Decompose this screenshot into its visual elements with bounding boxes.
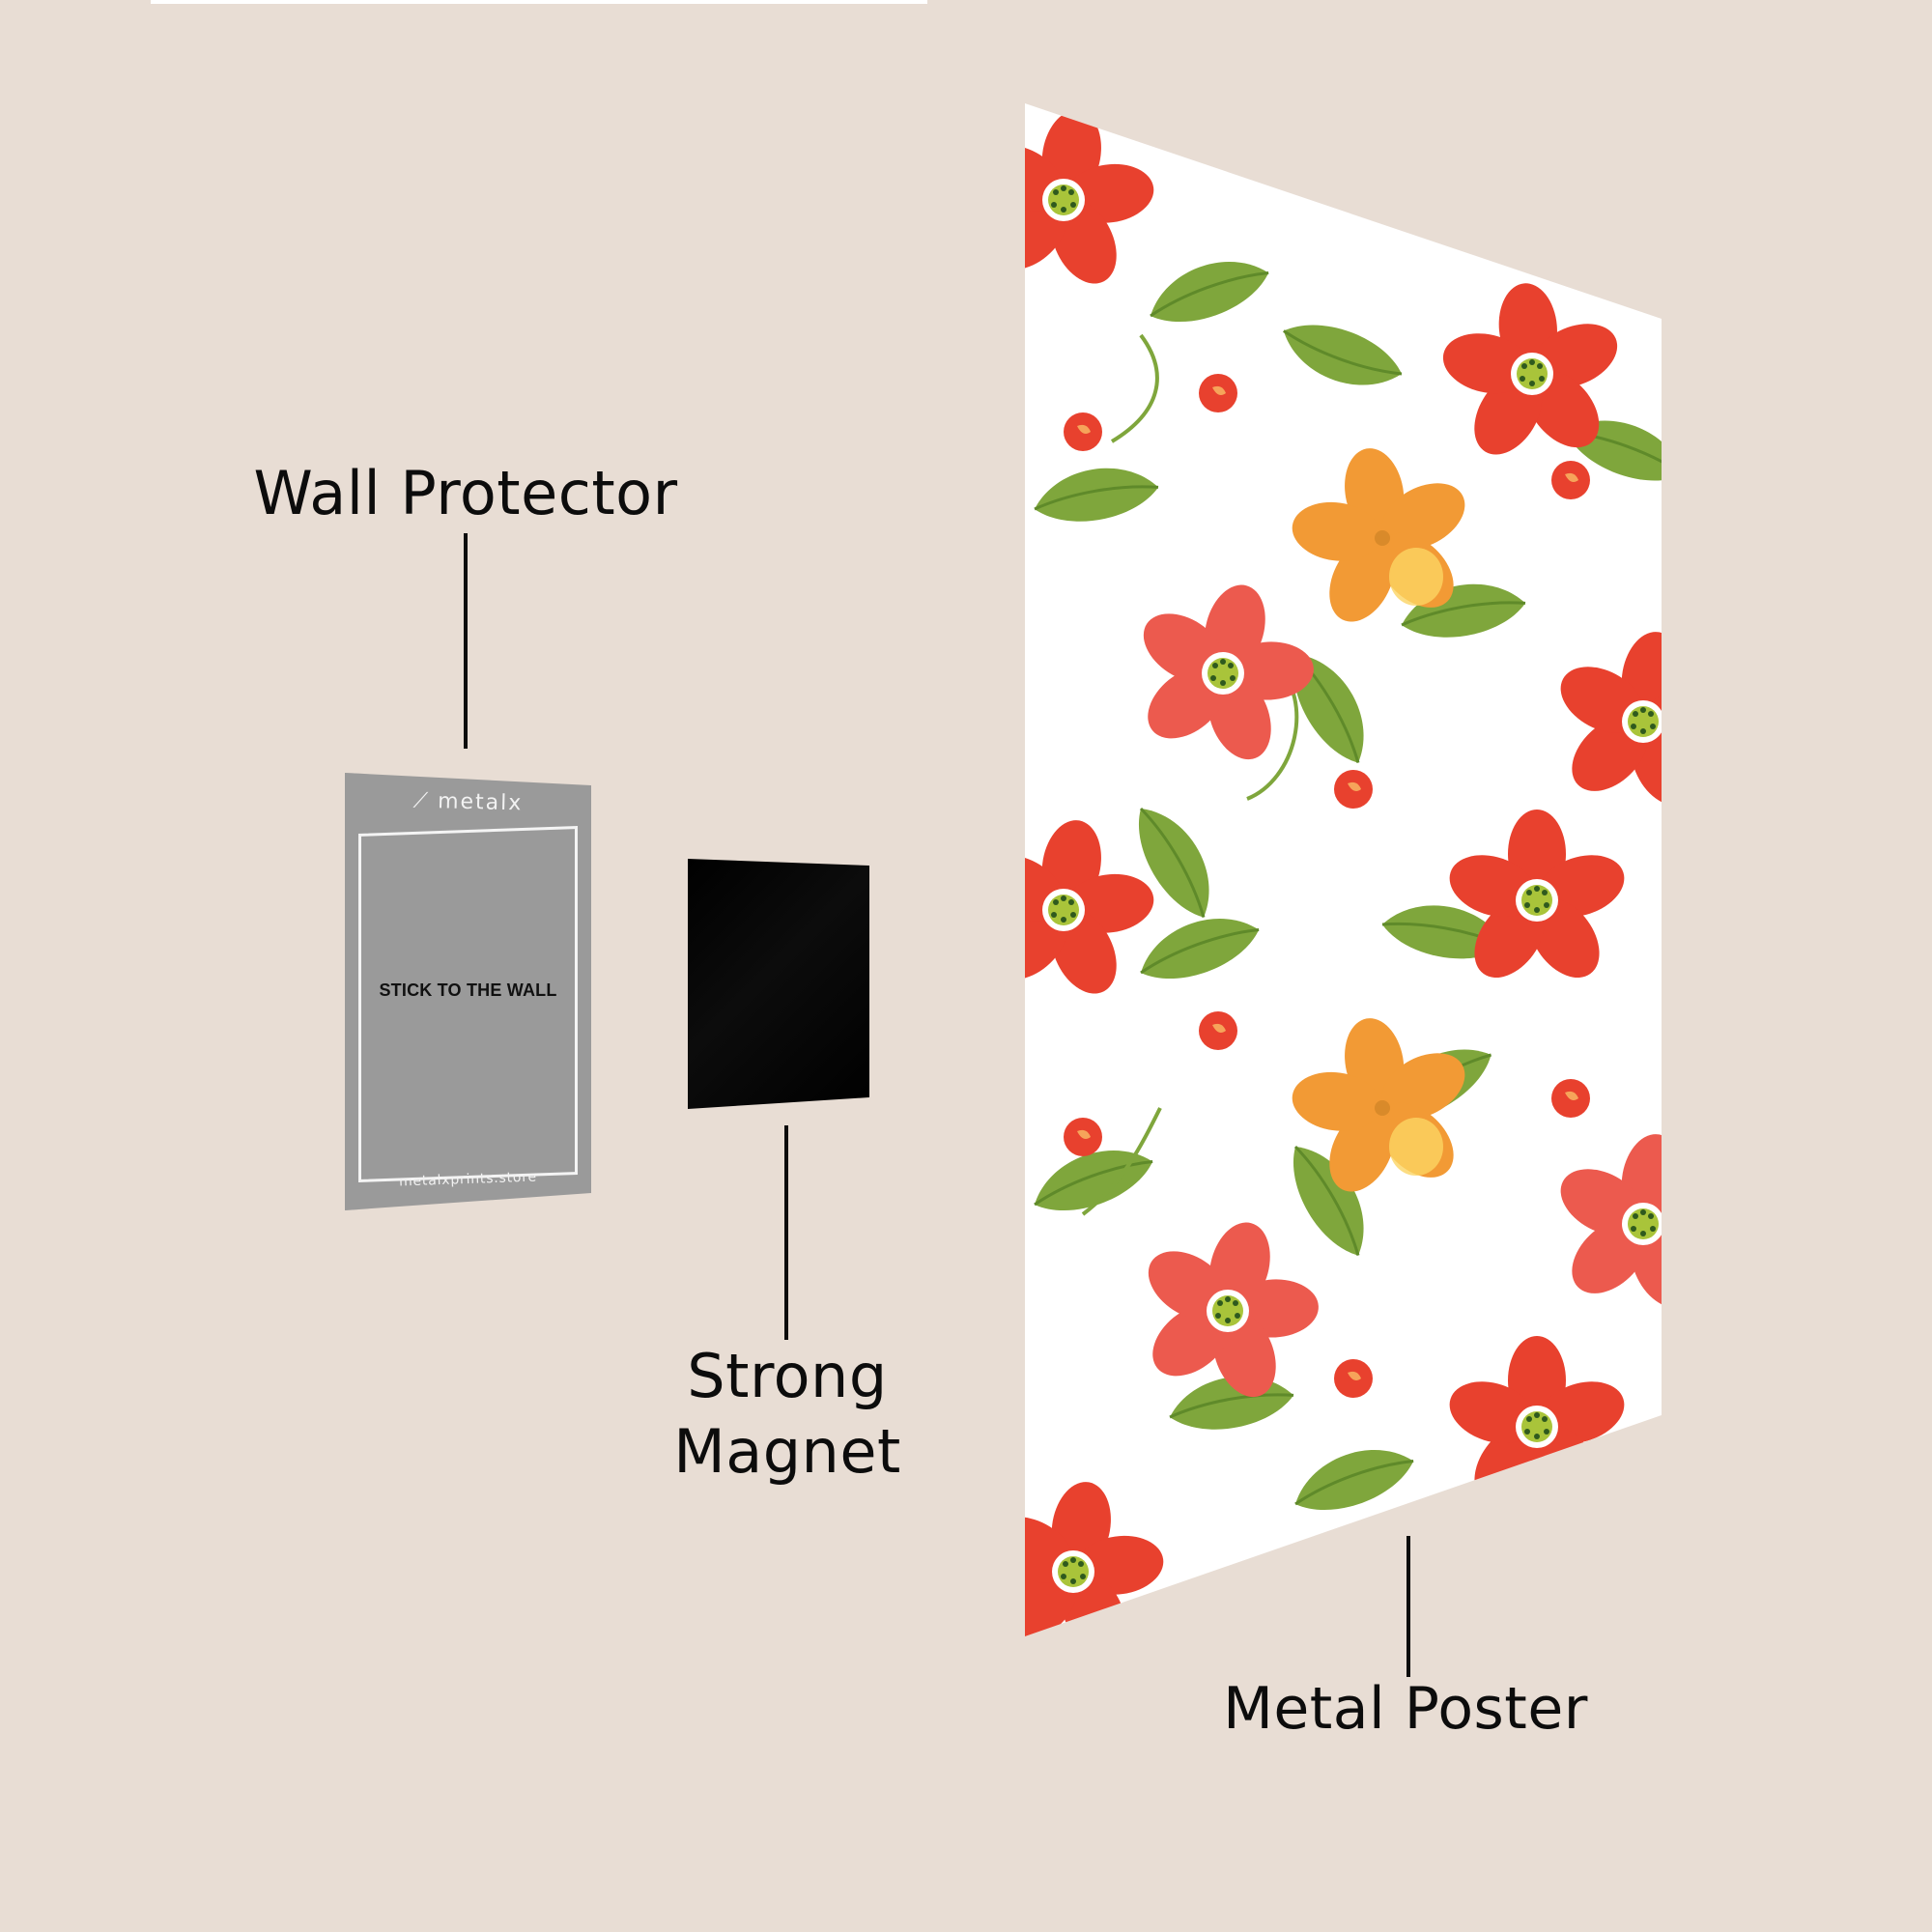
- wall-protector-card: ⟋metalx STICK TO THE WALL metalxprints.s…: [345, 773, 591, 1210]
- metalx-logo: ⟋metalx: [345, 787, 591, 817]
- magnet-leader-line: [784, 1125, 788, 1340]
- metalx-logo-text: metalx: [437, 789, 524, 816]
- wall-protector-label: Wall Protector: [253, 458, 678, 528]
- flower-pattern-icon: [1025, 103, 1662, 1636]
- strong-magnet-label-line2: Magnet: [673, 1416, 901, 1487]
- strong-magnet-label-line1: Strong: [687, 1341, 888, 1411]
- strong-magnet: [688, 859, 869, 1109]
- poster-leader-line: [1406, 1536, 1410, 1677]
- protector-frame: [358, 826, 578, 1182]
- wall-protector-leader-line: [464, 533, 468, 749]
- strong-magnet-label: Strong Magnet: [638, 1339, 937, 1490]
- top-white-strip: [151, 0, 927, 4]
- metal-poster: [1025, 103, 1662, 1636]
- metal-poster-label: Metal Poster: [1223, 1675, 1588, 1743]
- metalx-logo-icon: ⟋: [412, 788, 431, 814]
- stick-to-wall-text: STICK TO THE WALL: [379, 980, 557, 1000]
